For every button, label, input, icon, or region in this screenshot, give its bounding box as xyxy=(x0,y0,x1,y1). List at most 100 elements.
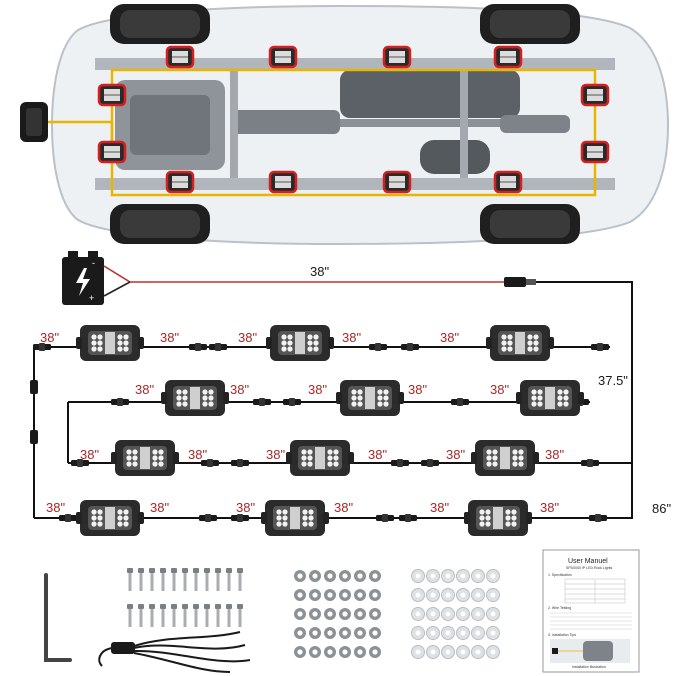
nut-icon xyxy=(339,608,351,620)
nut-icon xyxy=(324,608,336,620)
nut-icon xyxy=(309,570,321,582)
manual-section-install: 3. Installation Tips xyxy=(548,633,576,637)
nut-icon xyxy=(294,608,306,620)
nut-icon xyxy=(354,589,366,601)
manual-section-wire: 2. Wire Testing xyxy=(548,606,571,610)
bolt-icon xyxy=(160,604,166,627)
bolt-icon xyxy=(237,568,243,591)
nut-icon xyxy=(294,570,306,582)
vehicle-pod xyxy=(97,83,127,107)
nut-icon xyxy=(354,608,366,620)
washer-icon xyxy=(426,645,440,659)
nut-icon xyxy=(309,589,321,601)
vehicle-pod xyxy=(268,45,298,69)
bolt-icon xyxy=(226,568,232,591)
vehicle-pod xyxy=(580,83,610,107)
washer-icon xyxy=(471,607,485,621)
bolt-icon xyxy=(171,568,177,591)
user-manual: User Manuel SPD0000 IP LED Rock Lights 1… xyxy=(542,549,640,673)
nut-icon xyxy=(309,646,321,658)
washer-icon xyxy=(441,569,455,583)
nut-icon xyxy=(309,608,321,620)
nut-icon xyxy=(339,627,351,639)
nut-icon xyxy=(354,570,366,582)
vehicle-pod xyxy=(493,45,523,69)
washer-icon xyxy=(456,645,470,659)
bolt-icon xyxy=(237,604,243,627)
washer-icon xyxy=(471,588,485,602)
nut-icon xyxy=(324,589,336,601)
segment-length: 38" xyxy=(150,500,169,515)
bolt-icon xyxy=(149,568,155,591)
washer-icon xyxy=(486,645,500,659)
washer-icon xyxy=(426,588,440,602)
svg-text:-: - xyxy=(92,258,95,268)
segment-length: 38" xyxy=(160,330,179,345)
washer-icon xyxy=(441,645,455,659)
segment-length: 38" xyxy=(408,382,427,397)
nut-icon xyxy=(324,570,336,582)
segment-length: 38" xyxy=(446,447,465,462)
washer-icon xyxy=(456,626,470,640)
segment-length: 38" xyxy=(440,330,459,345)
washer-icon xyxy=(486,626,500,640)
bolt-icon xyxy=(182,568,188,591)
bolt-icon xyxy=(127,604,133,627)
washer-icon xyxy=(441,588,455,602)
washer-icon xyxy=(411,569,425,583)
bolt-icon xyxy=(160,568,166,591)
washer-icon xyxy=(441,607,455,621)
washer-icon xyxy=(441,626,455,640)
segment-length: 38" xyxy=(46,500,65,515)
manual-section-spec: 1. Specification xyxy=(548,573,572,577)
nut-icon xyxy=(339,589,351,601)
washer-icon xyxy=(471,626,485,640)
rock-light-pod xyxy=(286,440,354,476)
washer-icon xyxy=(411,607,425,621)
cable-connectors xyxy=(30,343,609,522)
washer-icon xyxy=(456,569,470,583)
washer-icon xyxy=(411,626,425,640)
bolt-icon xyxy=(193,568,199,591)
washer-icon xyxy=(471,645,485,659)
segment-length: 38" xyxy=(430,500,449,515)
zip-ties-icon xyxy=(98,631,251,673)
nut-icon xyxy=(324,627,336,639)
nut-icon xyxy=(294,589,306,601)
nut-icon xyxy=(369,646,381,658)
rock-light-pod xyxy=(161,380,229,416)
vehicle-pod xyxy=(165,45,195,69)
segment-length: 38" xyxy=(490,382,509,397)
vehicle-pod xyxy=(382,170,412,194)
vehicle-pod xyxy=(493,170,523,194)
segment-length: 38" xyxy=(266,447,285,462)
segment-length: 38" xyxy=(188,447,207,462)
bolt-icon xyxy=(215,568,221,591)
nut-icon xyxy=(309,627,321,639)
mounting-bolts xyxy=(127,568,243,627)
segment-length: 38" xyxy=(238,330,257,345)
rock-light-pod xyxy=(516,380,584,416)
segment-length: 38" xyxy=(342,330,361,345)
hex-nuts xyxy=(294,570,381,658)
battery-lead-length: 38" xyxy=(310,264,329,279)
nut-icon xyxy=(369,589,381,601)
nut-icon xyxy=(339,570,351,582)
manual-title: User Manuel xyxy=(568,558,608,565)
nut-icon xyxy=(294,627,306,639)
rock-light-pod xyxy=(464,500,532,536)
vehicle-pod xyxy=(268,170,298,194)
rock-light-pod xyxy=(266,325,334,361)
segment-length: 38" xyxy=(545,447,564,462)
segment-length: 38" xyxy=(135,382,154,397)
bolt-icon xyxy=(215,604,221,627)
bottom-tail-length: 86" xyxy=(652,501,671,516)
bolt-icon xyxy=(193,604,199,627)
bolt-icon xyxy=(182,604,188,627)
segment-length: 38" xyxy=(40,330,59,345)
vehicle-pod xyxy=(165,170,195,194)
washer-icon xyxy=(426,607,440,621)
segment-length: 38" xyxy=(80,447,99,462)
nut-icon xyxy=(324,646,336,658)
washer-icon xyxy=(471,569,485,583)
